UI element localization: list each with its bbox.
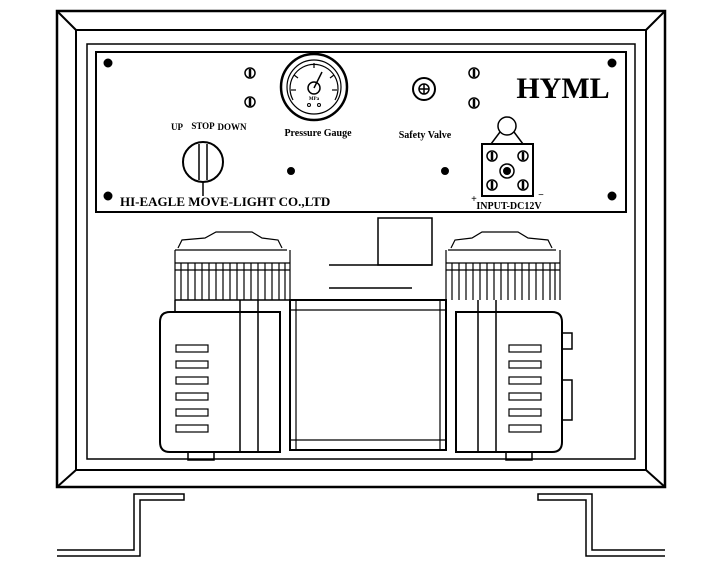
compressor-unit: [159, 217, 573, 461]
panel-dot-left: [287, 167, 295, 175]
safety-valve: [412, 77, 436, 101]
mounting-brackets: [57, 493, 665, 557]
panel-dot-right: [441, 167, 449, 175]
switch-up-label: UP: [171, 122, 183, 132]
panel-corner-screws: [103, 58, 617, 201]
pressure-gauge-label: Pressure Gauge: [284, 128, 352, 139]
left-cooling-fins: [174, 231, 291, 300]
compressor-feet: [187, 452, 533, 461]
valve-screws: [468, 67, 480, 109]
pressure-gauge: MPa: [279, 52, 349, 122]
control-panel: MPa HYML UP STOP DOWN Pressure Gauge Saf…: [95, 51, 627, 213]
motor-body: [289, 299, 447, 451]
brand-label: HYML: [516, 72, 609, 105]
dc-input-connector: [481, 116, 534, 197]
housing-frame: [55, 9, 667, 489]
switch-down-label: DOWN: [218, 122, 248, 132]
input-minus-sign: −: [538, 190, 544, 201]
rotary-switch: [182, 141, 224, 196]
outlet-block: [377, 217, 433, 266]
safety-valve-label: Safety Valve: [399, 130, 452, 141]
gauge-screws: [244, 67, 256, 108]
company-label: HI-EAGLE MOVE-LIGHT CO.,LTD: [120, 194, 330, 209]
left-crankcase: [159, 299, 290, 453]
gauge-unit-label: MPa: [309, 97, 320, 102]
right-crankcase: [455, 300, 573, 453]
input-dc12v-label: INPUT-DC12V: [476, 201, 542, 212]
input-plus-sign: +: [471, 194, 477, 205]
switch-stop-label: STOP: [191, 121, 215, 131]
right-cooling-fins: [445, 231, 561, 300]
